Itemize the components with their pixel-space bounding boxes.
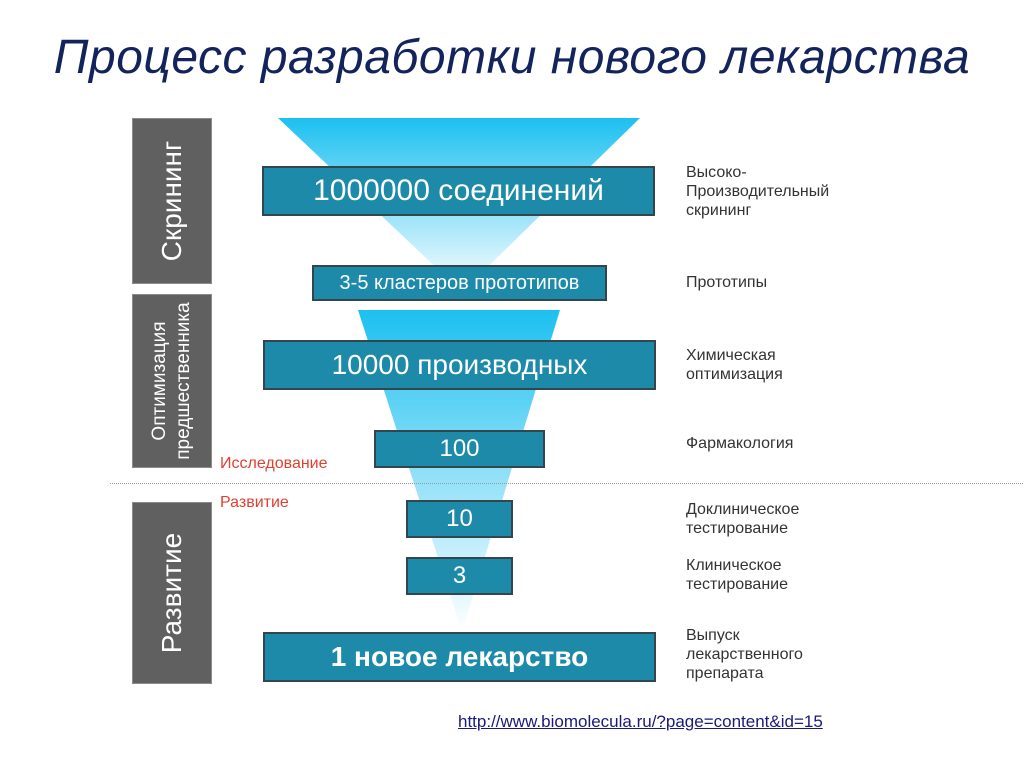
description-line: Доклиническое <box>686 501 800 518</box>
description-line: лекарственного <box>686 646 803 663</box>
description-line: Производительный <box>686 183 830 200</box>
side-label-optimization: Оптимизация предшественника <box>148 302 196 459</box>
stage-description-chemical-optimization: Химическая оптимизация <box>686 346 783 384</box>
description-line: Выпуск <box>686 627 740 644</box>
description-line: скрининг <box>686 202 752 219</box>
side-label-optimization-line1: Оптимизация <box>149 321 170 441</box>
description-line: тестирование <box>686 520 788 537</box>
description-line: Фармакология <box>686 435 794 452</box>
description-line: Высоко- <box>686 164 747 181</box>
side-label-optimization-line2: предшественника <box>173 302 194 460</box>
stage-label-research: Исследование <box>220 455 328 472</box>
stage-description-screening: Высоко- Производительный скрининг <box>686 163 829 220</box>
stage-description-preclinical: Доклиническое тестирование <box>686 500 799 538</box>
funnel-bar-preclinical-count: 10 <box>406 500 513 538</box>
description-line: тестирование <box>686 576 788 593</box>
funnel-bar-prototype-clusters: 3-5 кластеров прототипов <box>312 265 607 301</box>
description-line: Клиническое <box>686 557 782 574</box>
description-line: оптимизация <box>686 366 783 383</box>
side-label-screening: Скрининг <box>156 140 187 262</box>
source-link[interactable]: http://www.biomolecula.ru/?page=content&… <box>458 712 823 731</box>
funnel-bar-new-drug: 1 новое лекарство <box>263 632 656 682</box>
side-panel-optimization: Оптимизация предшественника <box>132 294 212 468</box>
side-label-development: Развитие <box>156 532 187 654</box>
stage-description-release: Выпуск лекарственного препарата <box>686 626 803 683</box>
funnel-bar-pharmacology-count: 100 <box>374 430 545 468</box>
funnel-bar-clinical-count: 3 <box>406 557 513 595</box>
stage-description-pharmacology: Фармакология <box>686 434 793 453</box>
stage-description-clinical: Клиническое тестирование <box>686 556 788 594</box>
funnel-bar-compounds: 1000000 соединений <box>262 166 655 216</box>
side-panel-development: Развитие <box>132 502 212 684</box>
description-line: препарата <box>686 665 764 682</box>
stage-divider <box>110 483 1024 484</box>
funnel-bottom-section <box>358 310 560 632</box>
stage-label-development: Развитие <box>220 494 289 511</box>
slide-title: Процесс разработки нового лекарства <box>53 31 971 84</box>
funnel-bar-derivatives: 10000 производных <box>263 340 656 390</box>
side-panel-screening: Скрининг <box>132 118 212 284</box>
description-line: Химическая <box>686 347 776 364</box>
stage-description-prototypes: Прототипы <box>686 273 767 292</box>
description-line: Прототипы <box>686 274 768 291</box>
